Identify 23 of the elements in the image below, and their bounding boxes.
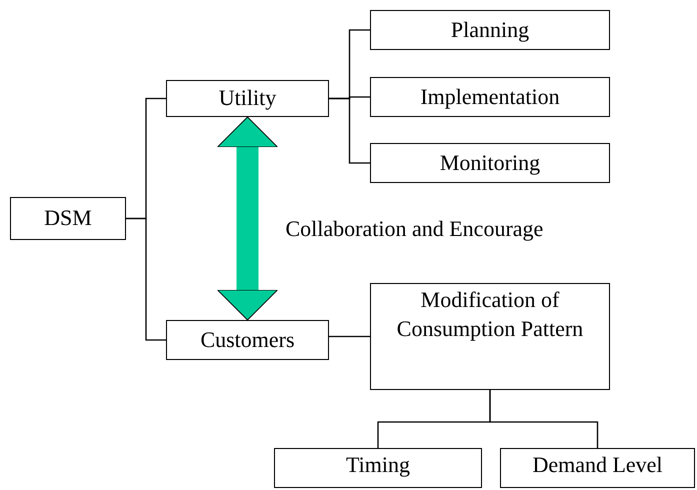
connector-line — [329, 98, 370, 164]
connector-line — [489, 390, 598, 448]
text-box — [166, 80, 329, 117]
text-box — [370, 143, 610, 183]
box-label: Customers — [200, 326, 295, 354]
text-box — [500, 448, 695, 488]
text-box — [10, 197, 126, 240]
connector-line — [126, 218, 166, 341]
box-label: Monitoring — [440, 148, 540, 177]
double-arrow — [217, 116, 278, 320]
box-label: Modification of Consumption Pattern — [396, 286, 584, 343]
box-label: Demand Level — [532, 451, 663, 479]
text-box — [370, 10, 610, 50]
text-box — [370, 283, 610, 390]
box-label: Timing — [346, 451, 410, 479]
box-label: DSM — [44, 204, 92, 232]
text-box — [370, 77, 610, 117]
box-label: Implementation — [420, 82, 560, 111]
text-box — [274, 448, 482, 488]
text-box — [166, 320, 329, 360]
box-label: Utility — [218, 84, 276, 112]
box-label: Planning — [450, 16, 530, 44]
connector-line — [329, 336, 370, 338]
